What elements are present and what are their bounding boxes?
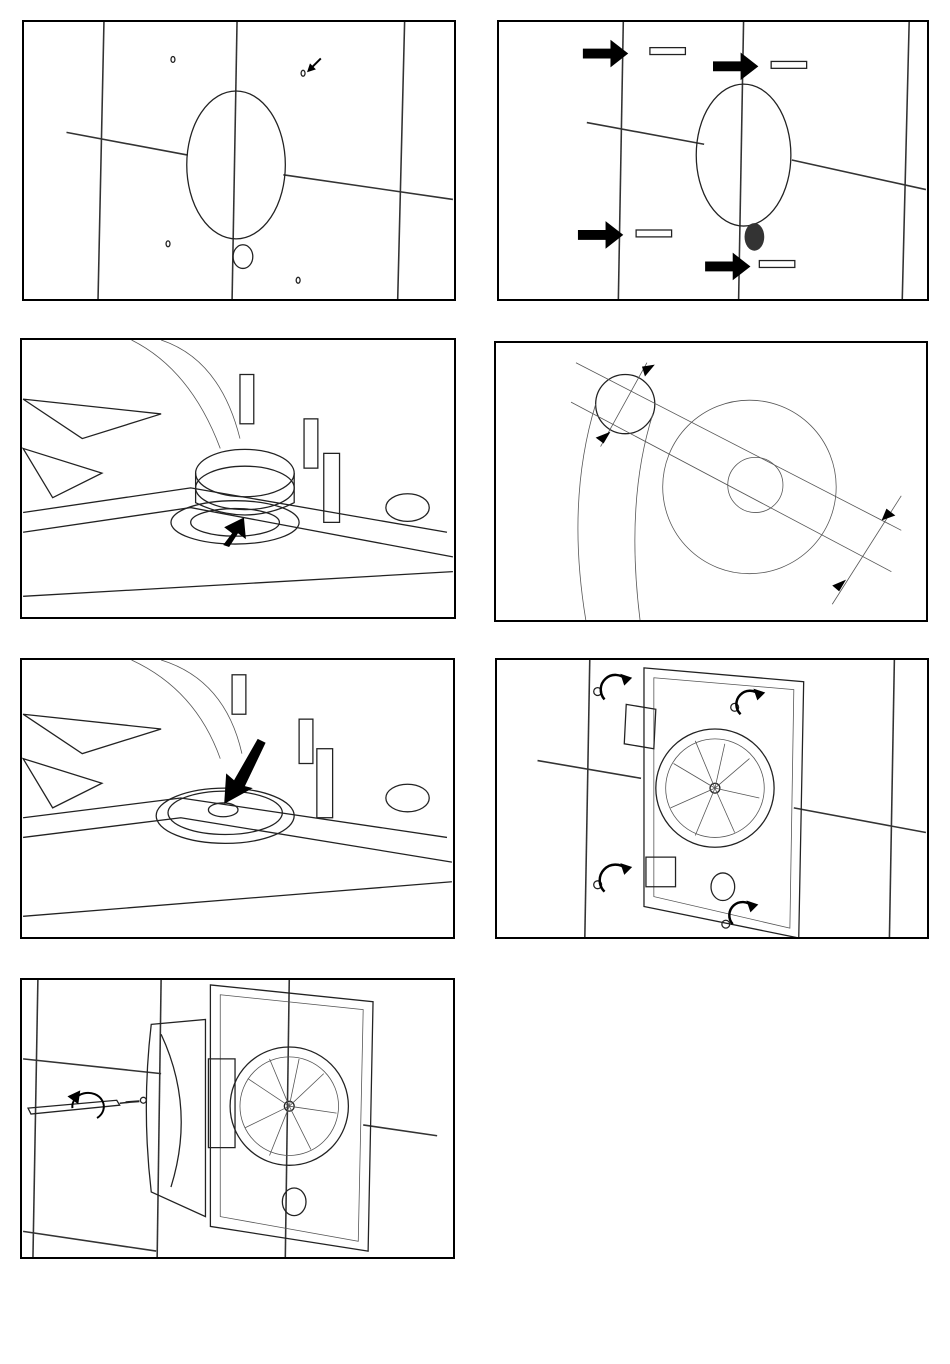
panel-3-check-valve-insert: [20, 338, 456, 619]
arrow-icon: [578, 40, 758, 281]
wall-plugs-illustration: [499, 22, 927, 299]
fan-outline: [663, 400, 836, 573]
dimension-arrow-icon: [596, 365, 896, 592]
wall-hole-illustration: [24, 22, 454, 299]
drill-mark-arrow-icon: [307, 58, 321, 72]
cover-screw-illustration: [22, 980, 453, 1257]
rotate-arrow-icon: [67, 1090, 103, 1118]
screw-icon: [126, 1097, 147, 1103]
wall-plug-icon: [636, 48, 807, 268]
duct-section: [596, 375, 655, 434]
valve-insert-illustration: [22, 340, 454, 617]
fan-mounting-illustration: [497, 660, 927, 937]
panel-4-duct-dimension: [494, 341, 928, 622]
arrow-icon: [224, 739, 265, 804]
check-valve: [196, 449, 295, 496]
panel-7-cover-screw: [20, 978, 455, 1259]
panel-1-wall-drilling: [22, 20, 456, 301]
screw-icon: [594, 688, 739, 929]
screwdriver-icon: [28, 1100, 130, 1114]
rotate-arrow-icon: [600, 675, 760, 924]
arrow-icon: [223, 517, 246, 547]
adapter-ring-illustration: [22, 660, 453, 937]
hole-plug: [745, 223, 765, 251]
duct-hole: [696, 84, 791, 226]
panel-5-adapter-ring: [20, 658, 455, 939]
panel-6-fan-mounting: [495, 658, 929, 939]
fan-cover-front: [146, 1019, 205, 1216]
panel-2-wall-plugs: [497, 20, 929, 301]
duct-dimension-illustration: [496, 343, 926, 620]
